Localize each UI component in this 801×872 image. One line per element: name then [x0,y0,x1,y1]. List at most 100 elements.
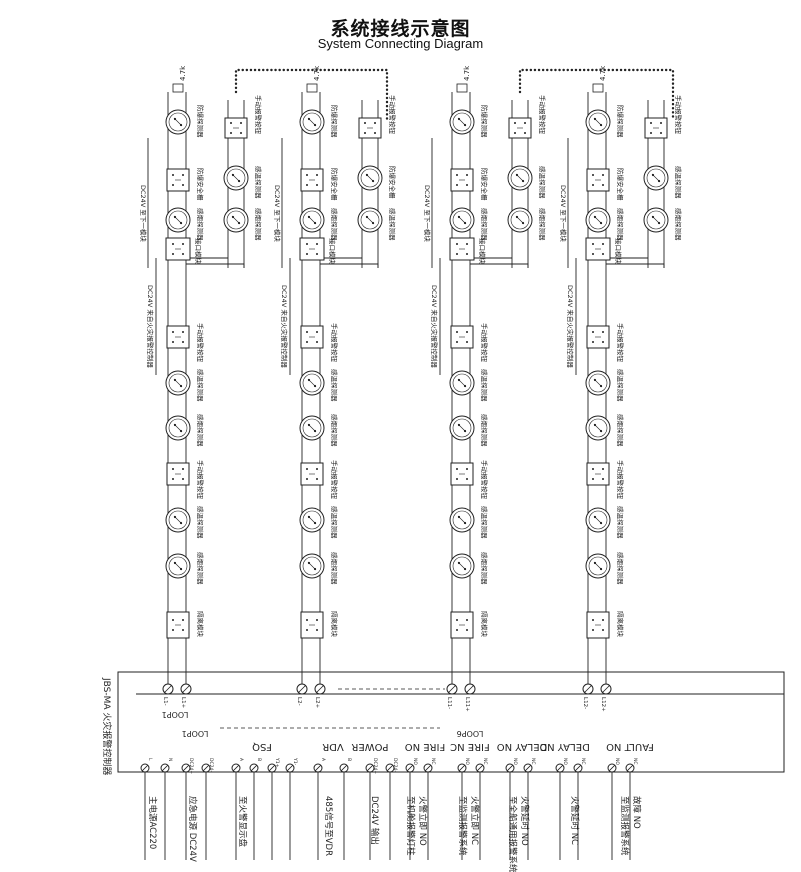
output-terminal-slash [608,764,616,772]
output-label: 火警立即 NO [417,796,428,846]
side-detector-inner [226,210,246,230]
smoke-detector-inner [168,210,188,230]
loop-detector-mark [307,561,317,571]
device-label: 感烟探测器 [480,414,489,447]
isolation-module-pin [172,619,174,621]
loop-detector-mark [593,561,603,571]
output-label: 火警延时 NC [569,796,580,845]
manual-call-point-pin [592,341,594,343]
dc-label: DC24V 至下一模块 [139,185,148,242]
device-label: 感温探测器 [196,506,205,539]
safety-barrier [450,168,474,192]
output-label: 至火警显示盘 [237,796,248,848]
terminal-label: L1- [162,697,168,706]
loop-detector-inner [168,510,188,530]
loop-terminal-slash [466,685,474,693]
interface-module-pin [592,253,594,255]
side-detector-mark [231,173,241,183]
manual-call-point-pin [466,331,468,333]
output-terminal-label: NC [580,758,586,765]
interface-module [165,237,191,261]
output-label: 至监测报警系统 [457,796,468,856]
device-label: 感温探测器 [674,166,683,199]
device-label: 防爆探测器 [196,105,205,138]
device-label: 感烟探测器 [254,208,263,241]
loop-detector [299,415,325,441]
manual-call-point-pin [374,122,376,124]
isolation-module-pin [316,629,318,631]
isolation-module-pin [316,619,318,621]
output-terminal-slash [626,764,634,772]
device-label: 感温探测器 [388,208,397,241]
output-terminal-label: NO [614,758,620,765]
output-terminal [423,763,433,773]
loop1-label: LOOP1 [182,729,209,738]
device-label: 感烟探测器 [616,552,625,585]
loop-detector-mark [307,515,317,525]
side-wire [606,263,665,268]
loop-detector-mark [457,378,467,388]
output-label: 火警延时 NO [519,796,530,846]
manual-call-point-pin [172,478,174,480]
loop-detector [449,415,475,441]
manual-call-point-pin [316,331,318,333]
device-label: 感烟探测器 [196,414,205,447]
smoke-detector-inner [452,210,472,230]
loop-detector [299,507,325,533]
device-label: 感烟探测器 [196,552,205,585]
loop-detector-inner [452,373,472,393]
dc-label: DC24V 至下一模块 [559,185,568,242]
loop-terminal [296,683,308,695]
device-label: 隔离模块 [330,611,339,638]
loop-terminal-slash [584,685,592,693]
from-label: DC24V 来自火灾报警控制器 [280,285,289,368]
interface-module [449,237,475,261]
manual-call-point-pin [172,331,174,333]
interface-module-pin [306,253,308,255]
dotted-link [518,68,675,122]
loop-detector-mark [593,423,603,433]
output-terminal-slash [182,764,190,772]
manual-call-point-pin [230,132,232,134]
manual-call-point-pin [466,468,468,470]
loop-detector [165,370,191,396]
device-label: 感烟探测器 [616,208,625,241]
loop-terminal-slash [182,685,190,693]
smoke-detector [165,207,191,233]
device-label: 防爆安全栅 [196,168,205,201]
output-terminal-slash [506,764,514,772]
device-label: 手动报警按钮 [538,95,547,135]
output-label: 至全船通用报警系统 [507,796,518,872]
side-detector-mark [231,215,241,225]
device-label: 感温探测器 [538,166,547,199]
device-label: 手动报警按钮 [388,95,397,135]
terminal-label: L12- [582,697,588,709]
output-group-label: VDR [322,741,344,752]
explosion-proof-detector-mark [593,117,603,127]
explosion-proof-detector-inner [302,112,322,132]
loop-detector [449,553,475,579]
output-terminal-slash [386,764,394,772]
manual-call-point-pin [650,132,652,134]
manual-call-point-pin [182,478,184,480]
output-label: 故障 NO [631,796,642,829]
output-terminal-label: NO [562,758,568,765]
loop-detector-inner [168,418,188,438]
loop-detector-mark [457,561,467,571]
loop-detector-mark [457,423,467,433]
manual-call-point-pin [592,478,594,480]
output-group-label: DELAY NC [540,741,590,752]
output-terminal [313,763,323,773]
loop-terminal [464,683,476,695]
output-terminal-label: B [346,758,352,761]
device-label: 感温探测器 [330,369,339,402]
side-detector-mark [651,173,661,183]
manual-call-point-pin [316,341,318,343]
interface-module-pin [316,253,318,255]
safety-barrier [586,168,610,192]
safety-barrier-pin [316,174,318,176]
side-detector-mark [651,215,661,225]
loop-detector-mark [173,423,183,433]
manual-call-point [450,462,474,486]
output-terminal-slash [286,764,294,772]
